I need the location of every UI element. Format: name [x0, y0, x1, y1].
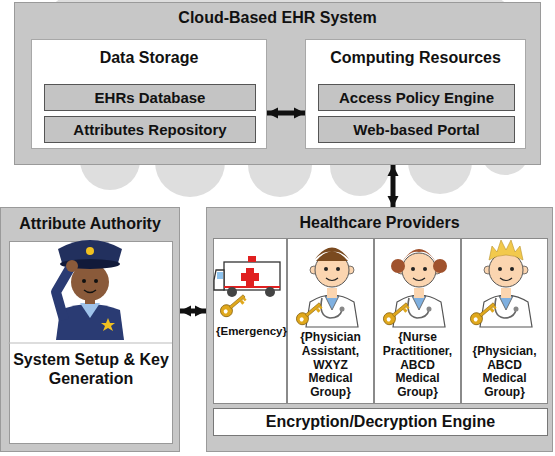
- component-box: Web-based Portal: [318, 116, 515, 143]
- node-label: Attributes Repository: [45, 121, 255, 139]
- double-arrow: [180, 309, 206, 314]
- node-label: Computing Resources: [306, 48, 525, 67]
- providers-panel: Healthcare Providers{Emergency}{Physicia…: [206, 207, 553, 452]
- node-label: Data Storage: [32, 48, 266, 67]
- node-label: EHRs Database: [45, 89, 255, 107]
- node-label: {Nurse Practitioner, ABCD Medical Group}: [375, 331, 460, 400]
- engine-box: Encryption/Decryption Engine: [213, 408, 548, 436]
- node-label: Healthcare Providers: [207, 213, 552, 232]
- component-box: EHRs Database: [44, 84, 256, 111]
- system-panel: Cloud-Based EHR SystemData StorageEHRs D…: [14, 2, 541, 165]
- double-arrow: [391, 165, 396, 207]
- node-label: Cloud-Based EHR System: [15, 8, 540, 27]
- provider-panel: {Physician Assistant, WXYZ Medical Group…: [287, 238, 374, 404]
- provider-panel: {Physician, ABCD Medical Group}: [461, 238, 548, 404]
- provider-panel: {Nurse Practitioner, ABCD Medical Group}: [374, 238, 461, 404]
- node-label: Attribute Authority: [1, 214, 179, 233]
- role-box: System Setup & Key Generation: [9, 241, 173, 444]
- node-label: System Setup & Key Generation: [10, 350, 172, 388]
- node-label: {Physician, ABCD Medical Group}: [462, 345, 547, 400]
- double-arrow: [267, 111, 305, 116]
- authority-panel: Attribute AuthoritySystem Setup & Key Ge…: [0, 207, 180, 452]
- provider-panel: {Emergency}: [213, 238, 287, 404]
- group-box: Computing ResourcesAccess Policy EngineW…: [305, 39, 526, 149]
- node-label: {Physician Assistant, WXYZ Medical Group…: [288, 331, 373, 400]
- component-box: Access Policy Engine: [318, 84, 515, 111]
- node-label: Web-based Portal: [319, 121, 514, 139]
- node-label: Access Policy Engine: [319, 89, 514, 107]
- group-box: Data StorageEHRs DatabaseAttributes Repo…: [31, 39, 267, 149]
- node-label: Encryption/Decryption Engine: [214, 412, 547, 431]
- node-label: {Emergency}: [214, 325, 286, 338]
- component-box: Attributes Repository: [44, 116, 256, 143]
